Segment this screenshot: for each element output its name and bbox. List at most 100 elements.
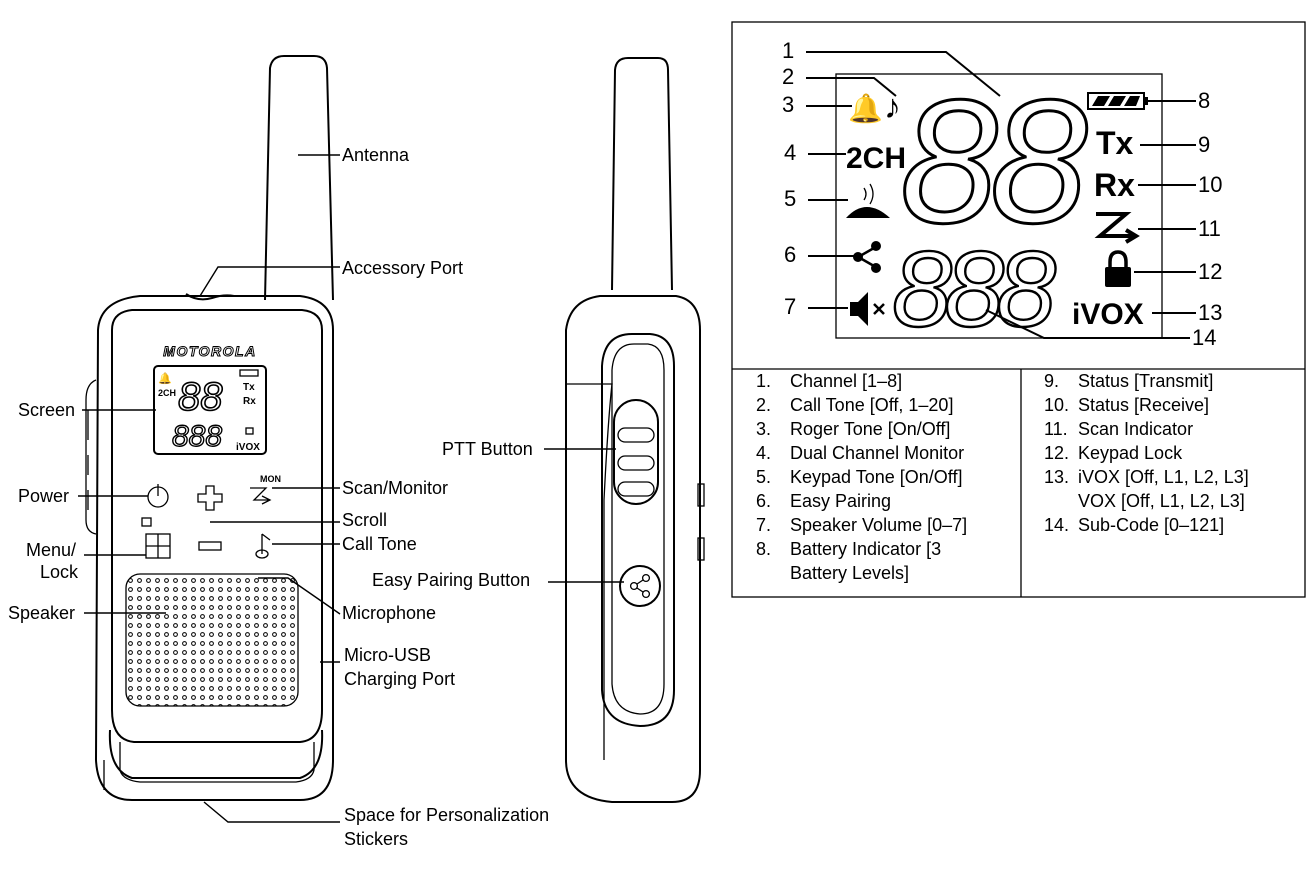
legend-item-number: 8. [756,539,772,559]
legend-item: 3. Roger Tone [On/Off] [756,417,1018,441]
label-usb-1: Micro-USB [344,645,431,665]
lcd-rx-text: Rx [1094,167,1135,203]
bell-icon: 🔔 [848,93,883,125]
callout-num-14: 14 [1192,325,1216,350]
battery-icon [1087,92,1148,110]
side-grip [601,333,675,728]
legend-left-column: 1.Channel [1–8]2.Call Tone [Off, 1–20]3.… [756,369,1018,585]
legend-item-text: iVOX [Off, L1, L2, L3] [1078,467,1249,487]
legend-item-number: 12. [1044,443,1070,463]
mini-bell-icon: 🔔 [158,372,172,385]
label-stickers-2: Stickers [344,829,408,849]
antenna [264,55,334,301]
legend-item: 8. Battery Indicator [3 [756,537,1018,561]
side-body [565,295,701,803]
label-scan-monitor: Scan/Monitor [342,478,448,498]
radio-front-view: MOTOROLA 🔔 2CH 88 Tx Rx 888 iVOX MON [85,55,334,801]
legend-item: 5.Keypad Tone [On/Off] [756,465,1018,489]
callout-num-4: 4 [784,140,796,165]
legend-item-text: Keypad Tone [On/Off] [790,467,963,487]
speaker-grille [125,573,299,707]
lcd-panel: 88 888 🔔 ♪ 2CH Tx Rx iVO [731,21,1306,598]
call-tone-button[interactable] [255,533,271,559]
side-callouts: PTT Button Easy Pairing Button [372,439,624,590]
label-screen: Screen [18,400,75,420]
mini-digits-bottom: 888 [172,420,222,453]
legend-item-text: Speaker Volume [0–7] [790,515,968,535]
legend-item: 6. Easy Pairing [756,489,1018,513]
legend-item: 10.Status [Receive] [1044,393,1299,417]
lcd-legend: 1.Channel [1–8]2.Call Tone [Off, 1–20]3.… [732,369,1305,597]
scan-icon [1094,212,1140,244]
belt-clip [108,729,324,779]
legend-item-text: Scan Indicator [1078,419,1194,439]
callout-num-3: 3 [782,92,794,117]
plus-button[interactable] [197,485,223,511]
callout-num-2: 2 [782,64,794,89]
legend-item-text: Call Tone [Off, 1–20] [790,395,954,415]
callout-num-8: 8 [1198,88,1210,113]
legend-item: 11.Scan Indicator [1044,417,1299,441]
easy-pairing-icon [853,241,881,273]
easy-pairing-button[interactable] [619,565,661,607]
label-microphone: Microphone [342,603,436,623]
callout-num-13: 13 [1198,300,1222,325]
mon-label: MON [260,474,281,484]
music-note-icon: ♪ [884,88,901,126]
keypad-tone-icon [846,183,890,218]
motorola-logo: MOTOROLA [163,343,256,359]
label-scroll: Scroll [342,510,387,530]
legend-item: 12. Keypad Lock [1044,441,1299,465]
label-accessory-port: Accessory Port [342,258,463,278]
label-usb-2: Charging Port [344,669,455,689]
callout-num-11: 11 [1198,216,1221,241]
legend-item-text: Sub-Code [0–121] [1078,515,1225,535]
legend-item-text: Keypad Lock [1078,443,1183,463]
legend-item: 7.Speaker Volume [0–7] [756,513,1018,537]
label-ptt-button: PTT Button [442,439,533,459]
side-antenna [611,57,673,291]
lcd-bottom-digits: 888 [892,228,1056,349]
legend-item-number: 6. [756,491,772,511]
legend-item: 13. iVOX [Off, L1, L2, L3] [1044,465,1299,489]
callout-num-5: 5 [784,186,796,211]
lcd-ivox-text: iVOX [1072,298,1144,331]
minus-button[interactable] [198,541,222,551]
callout-num-12: 12 [1198,259,1222,284]
radio-front-panel [111,309,323,743]
lcd-top-digits: 88 [900,64,1087,260]
power-button[interactable] [147,484,169,508]
mini-ch-label: 2CH [158,388,176,398]
callout-num-6: 6 [784,242,796,267]
label-call-tone: Call Tone [342,534,417,554]
legend-item-text: Status [Transmit] [1078,371,1214,391]
label-speaker: Speaker [8,603,75,623]
ptt-button[interactable] [613,399,659,505]
mini-tx-label: Tx [243,382,255,393]
legend-item: 9.Status [Transmit] [1044,369,1299,393]
callout-num-7: 7 [784,294,796,319]
legend-right-column: 9.Status [Transmit]10.Status [Receive]11… [1044,369,1299,537]
lcd-ch-text: 2CH [846,142,906,175]
scan-monitor-button[interactable] [250,487,272,505]
legend-item-text: Dual Channel Monitor [790,443,965,463]
lock-icon [1105,250,1131,287]
legend-item-text: Channel [1–8] [790,371,903,391]
lcd-callouts: 1 2 3 4 5 6 7 8 9 10 11 12 13 14 [782,38,1222,350]
mini-lock-icon [245,427,254,435]
lcd-tx-text: Tx [1096,125,1134,161]
legend-item-text: Easy Pairing [790,491,892,511]
legend-item-number: 2. [756,395,772,415]
legend-item-number: 4. [756,443,772,463]
label-stickers-1: Space for Personalization [344,805,549,825]
mini-digits-top: 88 [178,375,223,419]
menu-lock-button[interactable] [145,533,171,559]
legend-item-number: 13. [1044,467,1070,487]
legend-item-number: 3. [756,419,772,439]
legend-item-text: Battery Indicator [3 [790,539,942,559]
label-menu-lock-2: Lock [40,562,79,582]
legend-item-number: 10. [1044,395,1070,415]
legend-item-text: Roger Tone [On/Off] [790,419,951,439]
legend-item: 1.Channel [1–8] [756,369,1018,393]
